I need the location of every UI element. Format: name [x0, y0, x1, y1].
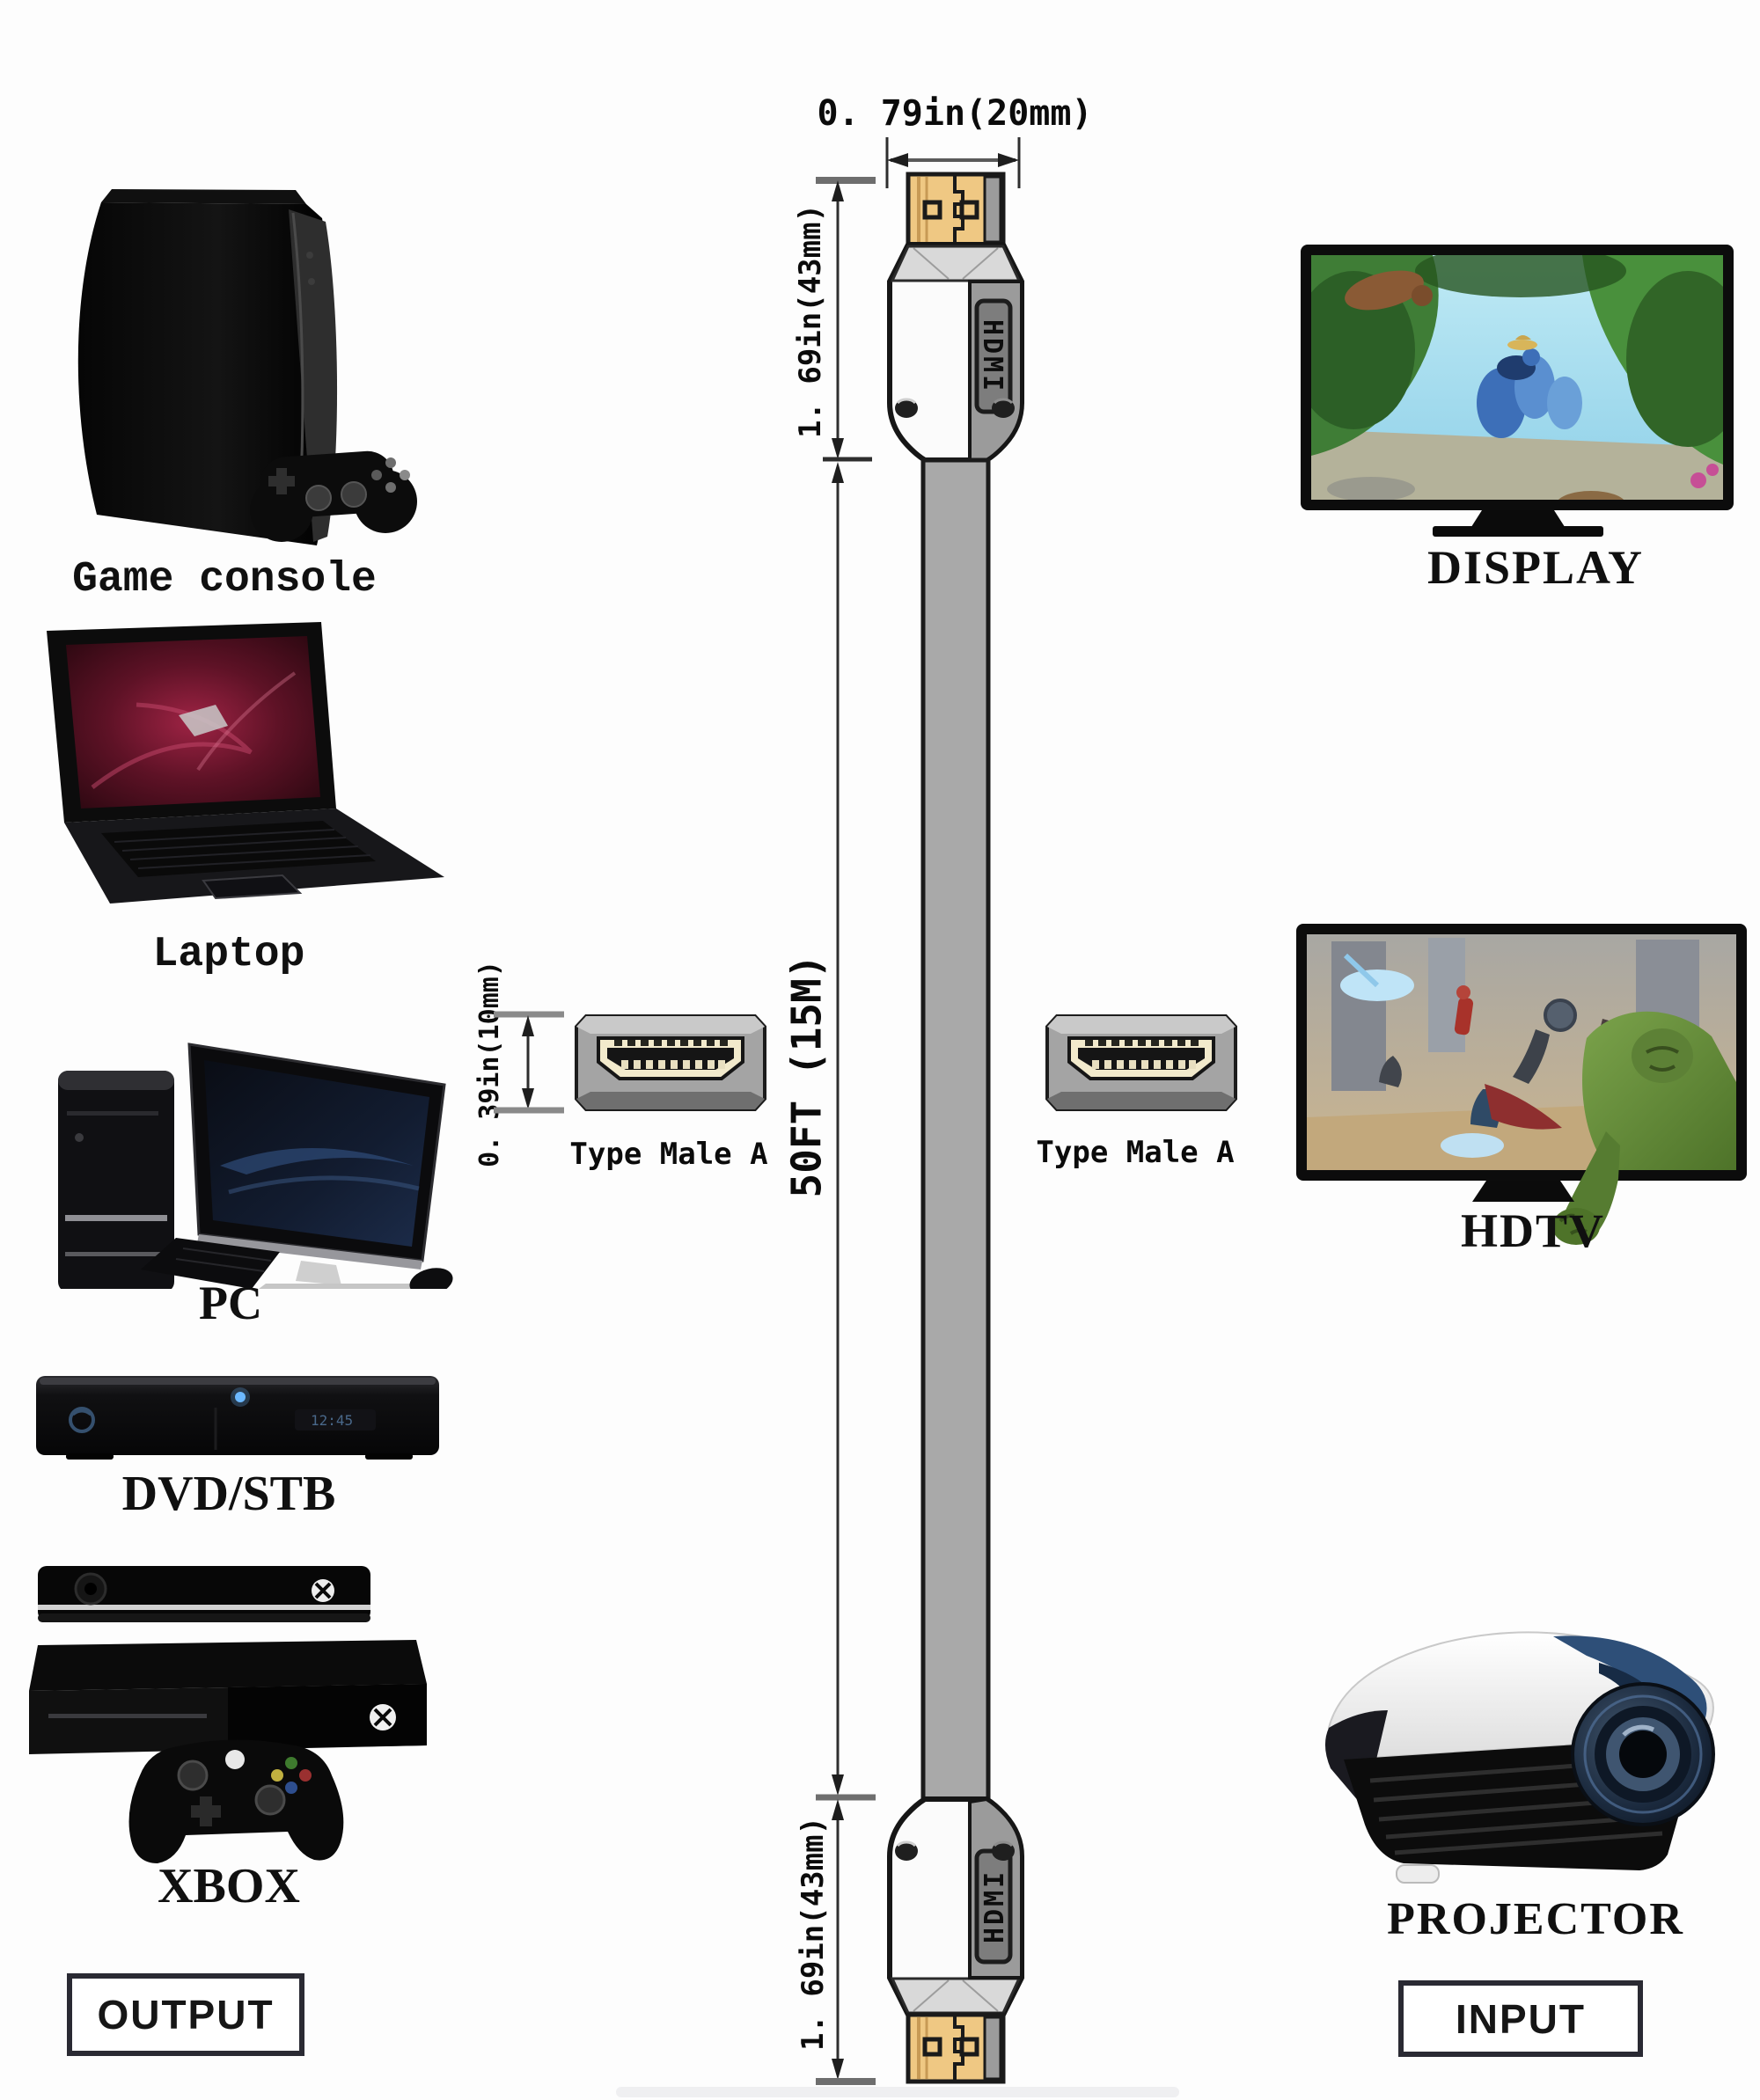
top-connector-height-label: 1. 69in(43mm) [792, 203, 828, 439]
cable-run [920, 457, 991, 1802]
svg-text:12:45: 12:45 [311, 1412, 353, 1429]
hdmi-plug-face-right [1045, 1014, 1237, 1111]
hdtv-label: HDTV [1460, 1204, 1605, 1257]
top-connector-body: HDMI [887, 242, 1024, 463]
input-box: INPUT [1398, 1980, 1643, 2057]
top-gold-plug [906, 172, 1006, 247]
projector-image [1324, 1631, 1715, 1884]
bottom-gold-plug [906, 2012, 1006, 2084]
xbox-console [29, 1640, 427, 1754]
bottom-connector-height-label: 1. 69in(43mm) [795, 1816, 831, 2052]
hulk-overflow [1552, 1131, 1620, 1245]
projector-label: PROJECTOR [1387, 1894, 1684, 1944]
xbox-label: XBOX [158, 1859, 300, 1913]
display-tv-image [1301, 245, 1734, 537]
pc-mouse [409, 1268, 453, 1289]
tv-stand [1470, 510, 1566, 530]
dvd-player-image: 12:45 [36, 1376, 439, 1460]
dvd-label: DVD/STB [121, 1467, 336, 1521]
projector-lens [1571, 1682, 1715, 1826]
height-dim-lines [816, 177, 876, 2085]
kinect-sensor [38, 1566, 370, 1622]
left-plug-type-label: Type Male A [569, 1137, 768, 1172]
laptop-image [47, 622, 444, 904]
hdtv-image [1296, 924, 1747, 1245]
plug-width-dim-lines [885, 137, 1021, 188]
bottom-shadow [616, 2087, 1179, 2097]
xbox-image [29, 1566, 427, 1863]
display-label: DISPLAY [1426, 541, 1645, 594]
right-plug-type-label: Type Male A [1036, 1135, 1235, 1170]
pc-label: PC [199, 1277, 262, 1329]
plug-width-dimension: 0. 79in(20mm) [817, 93, 1093, 134]
console-tower [77, 202, 333, 545]
hdmi-logo-bottom: HDMI [979, 1870, 1010, 1943]
input-label: INPUT [1456, 1995, 1586, 2042]
game-console-label: Game console [72, 556, 377, 604]
hdmi-plug-face-left [575, 1014, 766, 1111]
pc-tower [58, 1071, 174, 1289]
game-console-image [77, 189, 417, 545]
tv-stand [1472, 1181, 1574, 1202]
laptop-label: Laptop [152, 931, 305, 978]
ps-controller [250, 450, 417, 542]
hdmi-cable-image: HDMI HDMI [887, 172, 1024, 2084]
pc-image [58, 1043, 453, 1289]
bottom-connector-body: HDMI [887, 1796, 1024, 2017]
output-label: OUTPUT [97, 1992, 275, 2038]
xbox-controller [128, 1739, 344, 1863]
plug-face-dim-lines [494, 1011, 564, 1114]
hdmi-logo-top: HDMI [977, 319, 1008, 393]
output-box: OUTPUT [67, 1973, 304, 2056]
pc-monitor [187, 1043, 446, 1289]
